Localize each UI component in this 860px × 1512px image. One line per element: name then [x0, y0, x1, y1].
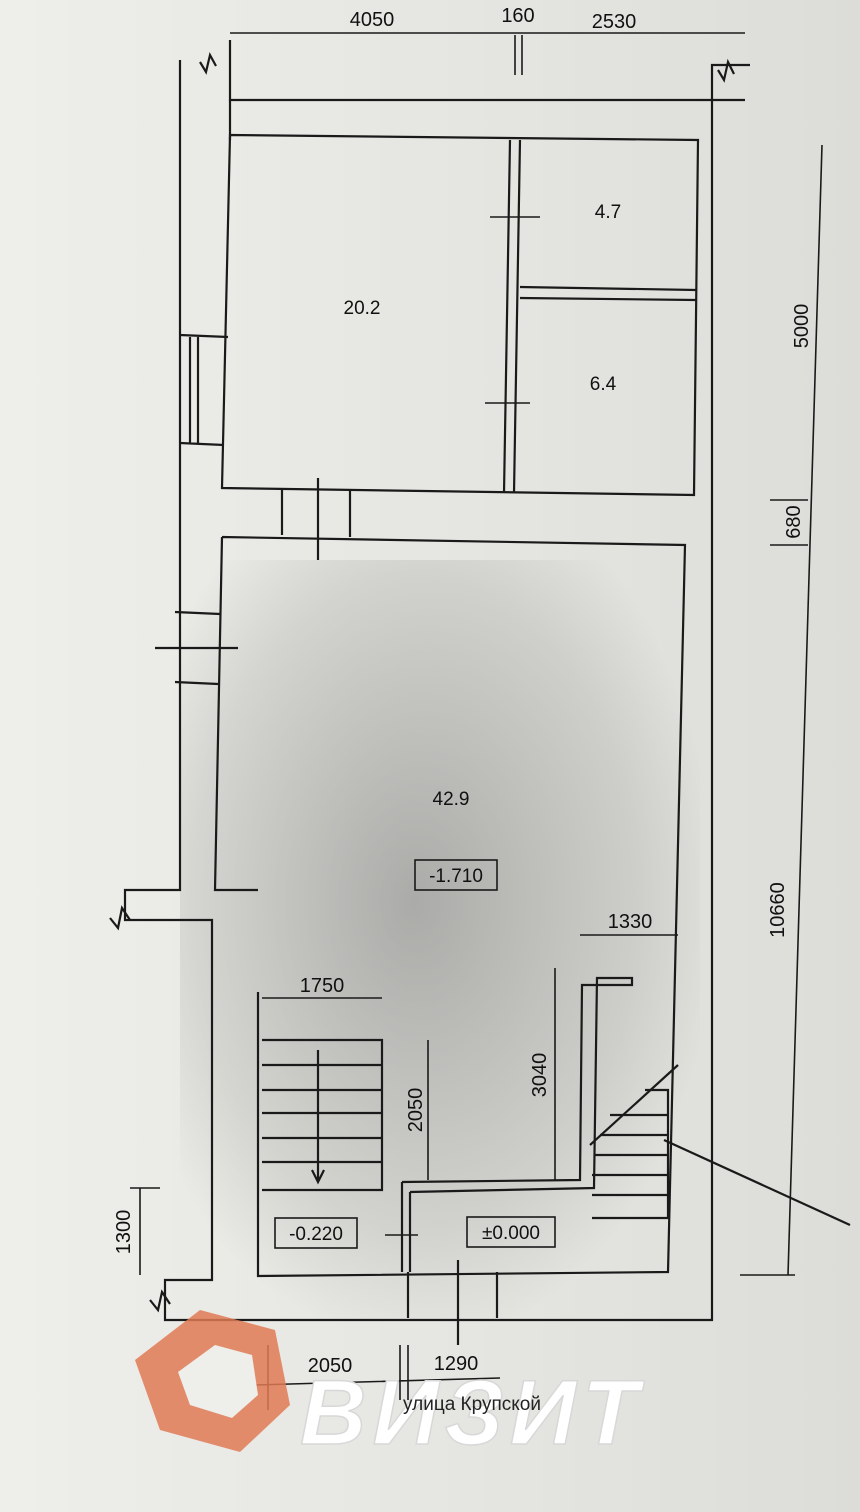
room-area-hall: 42.9 [433, 789, 470, 810]
dim-top-1: 4050 [350, 9, 395, 31]
dim-bottom-1: 2050 [308, 1355, 353, 1377]
watermark-logo-icon [135, 1310, 290, 1452]
dim-top [230, 32, 745, 75]
room-area-main: 20.2 [344, 298, 381, 319]
dim-right-3: 10660 [767, 882, 789, 938]
street-label: улица Крупской [403, 1394, 541, 1415]
stair-arrow [311, 1050, 325, 1185]
room-area-small-bottom: 6.4 [590, 374, 617, 395]
level-box-stair [274, 1217, 358, 1249]
entrance [406, 1260, 499, 1345]
partition-vertical [502, 139, 512, 494]
stair-right-diag [589, 1064, 679, 1146]
room-area-small-top: 4.7 [595, 202, 621, 223]
dim-bottom-2: 1290 [434, 1353, 479, 1375]
dim-stair-left-width: 1750 [300, 975, 345, 997]
window-lower [155, 610, 238, 686]
dim-top-3: 2530 [592, 11, 637, 33]
partition-horizontal-2 [519, 296, 697, 302]
break-mark-4 [149, 1289, 171, 1313]
dim-corridor-length: 3040 [529, 1053, 551, 1098]
hall-wall [213, 535, 687, 1278]
dim-right [740, 144, 823, 1276]
dim-left-side: 1300 [113, 1210, 135, 1255]
passage [280, 490, 352, 537]
corridor-wall [400, 976, 634, 1272]
leader-line [663, 1138, 851, 1227]
level-entrance: ±0.000 [482, 1223, 540, 1244]
break-mark-2 [717, 58, 735, 83]
break-mark-1 [199, 51, 217, 75]
dim-stair-left-run: 2050 [405, 1088, 427, 1133]
dim-stair-right-width: 1330 [608, 911, 653, 933]
stair-left [262, 1038, 384, 1192]
dim-left [130, 1187, 160, 1275]
dim-right-2: 680 [783, 505, 805, 538]
upper-block-wall [220, 133, 700, 497]
level-hall: -1.710 [429, 866, 483, 887]
dim-right-1: 5000 [791, 304, 813, 349]
level-stair-left: -0.220 [289, 1224, 343, 1245]
level-box-hall [414, 859, 498, 891]
partition-vertical-2 [512, 139, 522, 494]
dim-top-2: 160 [501, 5, 534, 27]
outer-wall [123, 60, 750, 1322]
watermark-text: ВИЗИТ [300, 1362, 645, 1464]
stair-right [592, 1088, 670, 1220]
window-upper [179, 333, 229, 447]
partition-horizontal [519, 285, 697, 292]
top-wall [228, 40, 745, 102]
level-box-entrance [466, 1216, 556, 1248]
break-mark-3 [109, 905, 131, 931]
